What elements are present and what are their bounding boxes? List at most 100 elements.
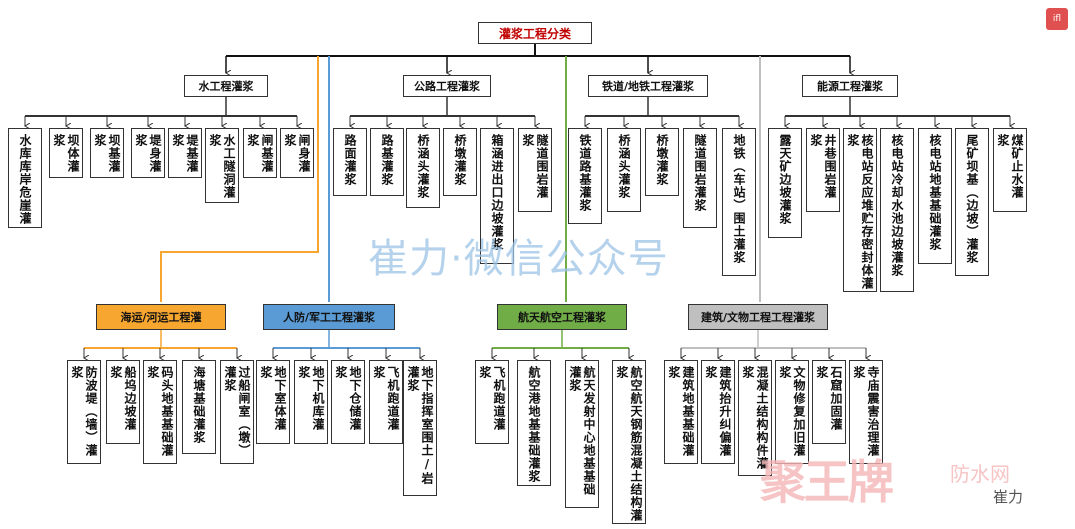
leaf-label: 地下机库灌浆 (297, 366, 325, 431)
leaf-label: 地铁（车站）围土灌浆 (732, 134, 746, 264)
leaf-label: 堤基灌浆 (171, 134, 199, 173)
watermark-site: 防水网 (950, 462, 1010, 486)
leaf-label: 石窟加固灌浆 (815, 366, 843, 431)
leaf-label: 路面灌浆 (343, 134, 357, 186)
leaf-label: 文物修复加旧灌浆 (778, 366, 806, 457)
leaf-energy-6: 尾矿坝基（边坡）灌浆 (955, 128, 989, 276)
leaf-defense-1: 地下室体灌浆 (256, 360, 290, 444)
leaf-shipping-2: 船坞边坡灌浆 (106, 360, 140, 444)
leaf-water-8: 闸身灌浆 (280, 128, 314, 178)
leaf-label: 防波堤（墙）灌浆 (70, 366, 98, 457)
category-aerospace: 航天航空工程灌浆 (497, 304, 627, 330)
leaf-highway-5: 箱涵进出口边坡灌浆 (480, 128, 514, 264)
leaf-defense-2: 地下机库灌浆 (294, 360, 328, 444)
leaf-label: 尾矿坝基（边坡）灌浆 (965, 134, 979, 264)
leaf-label: 桥涵头灌浆 (416, 134, 430, 199)
leaf-label: 码头地基基础灌浆 (146, 366, 174, 457)
leaf-highway-2: 路基灌浆 (370, 128, 404, 196)
leaf-building-2: 建筑抬升纠偏灌浆 (701, 360, 735, 464)
leaf-label: 核电站冷却水池边坡灌浆 (890, 134, 904, 277)
leaf-energy-3: 核电站反应堆贮存密封体灌浆 (843, 128, 877, 292)
leaf-label: 航空航天钢筋混凝土结构灌浆 (615, 366, 643, 522)
leaf-railway-4: 隧道围岩灌浆 (683, 128, 717, 228)
leaf-label: 煤矿止水灌浆 (996, 134, 1024, 199)
leaf-label: 混凝土结构构件灌浆 (741, 366, 769, 470)
leaf-building-1: 建筑地基基础灌浆 (664, 360, 698, 464)
leaf-label: 寺庙震害治理灌浆 (852, 366, 880, 457)
leaf-label: 航空港地基基础灌浆 (527, 366, 541, 483)
leaf-water-6: 水工隧洞灌浆 (205, 128, 239, 203)
leaf-defense-3: 地下仓储灌浆 (331, 360, 365, 444)
leaf-aerospace-1: 飞机跑道灌浆 (475, 360, 509, 444)
category-railway: 铁道/地铁工程灌浆 (588, 75, 708, 97)
leaf-highway-1: 路面灌浆 (333, 128, 367, 196)
leaf-building-5: 石窟加固灌浆 (812, 360, 846, 444)
leaf-shipping-1: 防波堤（墙）灌浆 (67, 360, 101, 464)
watermark-logo: 聚王牌 (760, 455, 894, 509)
leaf-label: 隧道围岩灌浆 (693, 134, 707, 212)
route-shipping (160, 56, 319, 302)
leaf-building-6: 寺庙震害治理灌浆 (849, 360, 883, 464)
leaf-label: 桥墩灌浆 (655, 134, 669, 186)
leaf-aerospace-2: 航空港地基基础灌浆 (517, 360, 551, 486)
leaf-railway-2: 桥涵头灌浆 (607, 128, 641, 212)
leaf-label: 地下指挥室围土/岩灌浆 (406, 366, 434, 485)
signature-mark: 崔力 (990, 486, 1027, 507)
leaf-highway-4: 桥墩灌浆 (443, 128, 477, 196)
category-highway: 公路工程灌浆 (403, 75, 491, 97)
leaf-label: 隧道围岩灌浆 (521, 134, 549, 199)
leaf-label: 路基灌浆 (380, 134, 394, 186)
leaf-energy-4: 核电站冷却水池边坡灌浆 (880, 128, 914, 292)
leaf-water-1: 水库库岸危崖灌 (8, 128, 42, 228)
leaf-highway-6: 隧道围岩灌浆 (518, 128, 552, 212)
leaf-shipping-4: 海塘基础灌浆 (182, 360, 216, 454)
leaf-label: 露天矿边坡灌浆 (778, 134, 792, 225)
leaf-shipping-5: 过船闸室（墩）灌浆 (220, 360, 254, 464)
category-building: 建筑/文物工程工程灌浆 (688, 304, 828, 330)
leaf-water-2: 坝体灌浆 (49, 128, 83, 178)
leaf-label: 铁道路基灌浆 (578, 134, 592, 212)
leaf-building-3: 混凝土结构构件灌浆 (738, 360, 772, 476)
leaf-label: 核电站地基基础灌浆 (928, 134, 942, 251)
leaf-aerospace-3: 航天发射中心地基基础灌浆 (565, 360, 599, 508)
category-water: 水工程灌浆 (184, 75, 268, 97)
leaf-defense-5: 地下指挥室围土/岩灌浆 (403, 360, 437, 496)
watermark-text: 崔力·微信公众号 (368, 236, 669, 282)
leaf-label: 闸身灌浆 (283, 134, 311, 173)
leaf-water-3: 坝基灌浆 (90, 128, 124, 178)
leaf-label: 地下室体灌浆 (259, 366, 287, 431)
leaf-label: 核电站反应堆贮存密封体灌浆 (846, 134, 874, 290)
leaf-label: 井巷围岩灌浆 (809, 134, 837, 199)
leaf-energy-5: 核电站地基基础灌浆 (918, 128, 952, 264)
leaf-label: 飞机跑道灌浆 (372, 366, 400, 431)
leaf-label: 飞机跑道灌浆 (478, 366, 506, 431)
leaf-energy-2: 井巷围岩灌浆 (806, 128, 840, 212)
leaf-aerospace-4: 航空航天钢筋混凝土结构灌浆 (612, 360, 646, 524)
leaf-label: 桥涵头灌浆 (617, 134, 631, 199)
leaf-label: 建筑地基基础灌浆 (667, 366, 695, 457)
leaf-label: 建筑抬升纠偏灌浆 (704, 366, 732, 457)
leaf-label: 闸基灌浆 (246, 134, 274, 173)
leaf-label: 堤身灌浆 (134, 134, 162, 173)
leaf-label: 海塘基础灌浆 (192, 366, 206, 444)
leaf-water-7: 闸基灌浆 (243, 128, 277, 178)
leaf-energy-1: 露天矿边坡灌浆 (768, 128, 802, 238)
leaf-label: 箱涵进出口边坡灌浆 (490, 134, 504, 251)
leaf-label: 坝基灌浆 (93, 134, 121, 173)
leaf-railway-3: 桥墩灌浆 (645, 128, 679, 196)
leaf-shipping-3: 码头地基基础灌浆 (143, 360, 177, 464)
leaf-energy-7: 煤矿止水灌浆 (993, 128, 1027, 212)
leaf-label: 过船闸室（墩）灌浆 (223, 366, 251, 457)
corner-badge: ifl (1046, 8, 1068, 30)
leaf-water-5: 堤基灌浆 (168, 128, 202, 178)
leaf-railway-5: 地铁（车站）围土灌浆 (722, 128, 756, 276)
leaf-label: 地下仓储灌浆 (334, 366, 362, 431)
leaf-label: 水库库岸危崖灌 (18, 134, 32, 225)
category-shipping: 海运/河运工程灌 (96, 304, 226, 330)
leaf-defense-4: 飞机跑道灌浆 (369, 360, 403, 444)
leaf-water-4: 堤身灌浆 (131, 128, 165, 178)
leaf-label: 桥墩灌浆 (453, 134, 467, 186)
root-node: 灌浆工程分类 (478, 22, 592, 44)
